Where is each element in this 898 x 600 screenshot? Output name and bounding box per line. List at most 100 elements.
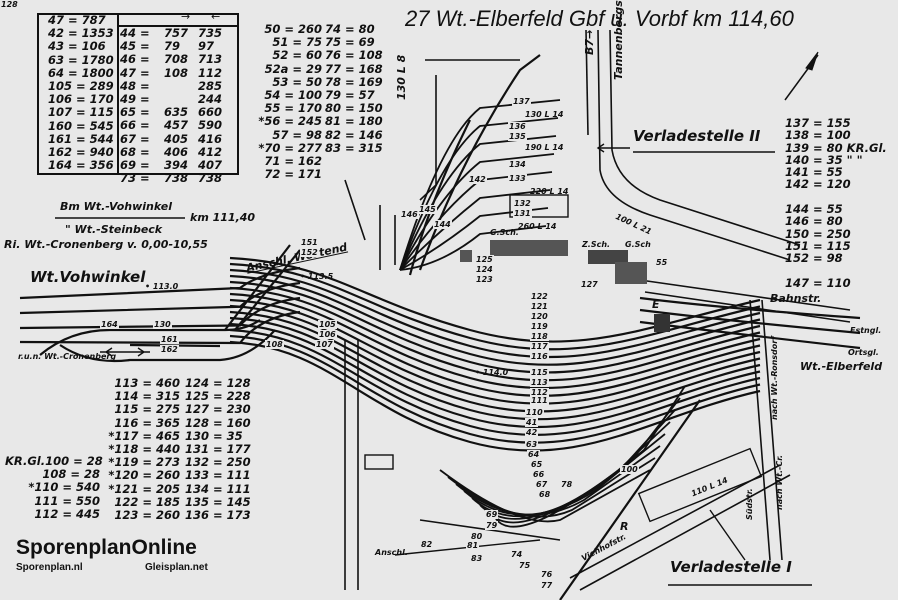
track-number-68: 68 — [538, 490, 552, 499]
track-number-146: 146 — [400, 210, 419, 219]
mainline-track — [639, 308, 861, 335]
track-number-130: 130 — [153, 320, 172, 329]
length-table-boxed: → ← — [37, 10, 239, 175]
track-number-118: 118 — [530, 332, 549, 341]
table-row: 136 = 173 — [185, 508, 251, 523]
track-number-77: 77 — [540, 581, 554, 590]
track-number-142: 142 — [468, 175, 487, 184]
table-row: 139 = 80 KR.Gl. — [785, 140, 887, 155]
length-eastbound: 738 — [164, 171, 189, 186]
track-number-164: 164 — [100, 320, 119, 329]
table-row: 63 = 1780 — [48, 52, 114, 67]
building-small — [460, 250, 472, 262]
label-fstngl: Fstngl. — [850, 326, 882, 335]
siding-track — [399, 153, 555, 271]
label-verlade1: Verladestelle I — [670, 558, 792, 576]
table-row: 78 = 169 — [325, 74, 383, 89]
length-westbound: 660 — [198, 105, 223, 120]
table-row: 127 = 230 — [185, 402, 251, 417]
table-row: 141 = 55 — [785, 165, 843, 180]
table-row: 112 = 445 — [34, 506, 100, 521]
track-number-107: 107 — [315, 340, 334, 349]
table-row: 161 = 544 — [48, 131, 114, 146]
track-number: 73 = — [120, 171, 150, 186]
track-number-132: 132 — [513, 199, 532, 208]
label-r: R — [620, 520, 629, 533]
track-number-83: 83 — [470, 554, 484, 563]
track-number-41: 41 — [525, 418, 539, 427]
site-link-sporenplan[interactable]: Sporenplan.nl — [16, 562, 83, 573]
length-eastbound: 405 — [164, 131, 189, 146]
table-row: 147 = 110 — [785, 275, 851, 290]
table-row: 107 = 115 — [48, 105, 114, 120]
label-cronenberg-dir: r.u.n. Wt.-Cronenberg — [18, 352, 117, 361]
table-row: 134 = 111 — [185, 481, 251, 496]
track-number-79: 79 — [485, 521, 499, 530]
table-row: 43 = 106 — [48, 39, 106, 54]
road-b7 — [585, 29, 589, 136]
track-number: 68 = — [120, 144, 150, 159]
track-number-127: 127 — [580, 280, 599, 289]
track-number-81: 81 — [466, 541, 480, 550]
table-row: 57 = 98 — [272, 127, 322, 142]
length-westbound: 738 — [198, 171, 223, 186]
track-number-137: 137 — [512, 97, 531, 106]
station-track — [229, 310, 761, 413]
station-track — [229, 268, 761, 359]
track-number-133: 133 — [508, 174, 527, 183]
station-track — [229, 322, 761, 429]
length-westbound: 713 — [198, 52, 223, 67]
track-number-115: 115 — [530, 368, 549, 377]
table-row: 113 = 460 — [114, 376, 180, 390]
steinbeck: " Wt.-Steinbeck — [65, 223, 163, 236]
track-number-124: 124 — [475, 265, 494, 274]
length-westbound: 285 — [198, 78, 223, 93]
table-row: 162 = 940 — [48, 145, 114, 160]
table-row: *110 = 540 — [28, 480, 100, 495]
road-west-1 — [344, 340, 359, 590]
table-row: *70 = 277 — [258, 140, 322, 155]
track-number-76: 76 — [540, 570, 554, 579]
label-nach-cr: nach Wt.-Cr. — [775, 454, 784, 510]
road-130l8 — [419, 59, 520, 201]
label-l130-14: 130 L 14 — [525, 110, 564, 119]
track-number-120: 120 — [530, 312, 549, 321]
track-number-80: 80 — [470, 532, 484, 541]
site-link-gleisplan[interactable]: Gleisplan.net — [145, 562, 208, 573]
connecting-track — [224, 244, 291, 331]
table-row: 135 = 145 — [185, 494, 251, 509]
table-row: 81 = 180 — [325, 114, 383, 129]
table-row: 122 = 185 — [114, 494, 180, 509]
length-table-left-column — [39, 15, 119, 173]
track-number-74: 74 — [510, 550, 524, 559]
table-row: 48 =285 — [120, 78, 230, 93]
siding-track — [408, 119, 471, 276]
road-suedstr — [749, 299, 783, 561]
yard-track — [471, 421, 671, 518]
road-viehhofstr — [569, 464, 791, 591]
table-row: 146 = 80 — [785, 214, 843, 229]
length-westbound: 97 — [198, 39, 215, 54]
table-row: 105 = 289 — [48, 79, 114, 94]
station-track — [229, 292, 761, 390]
table-row: 131 = 177 — [185, 442, 251, 457]
track-number: 47 = — [120, 65, 150, 80]
length-westbound: 735 — [198, 26, 223, 40]
table-row: 64 = 1800 — [48, 65, 114, 80]
table-row: 111 = 550 — [34, 493, 100, 508]
track-number-121: 121 — [530, 302, 549, 311]
track-number-134: 134 — [508, 160, 527, 169]
road-tannenbergstr-2 — [609, 29, 801, 246]
label-gsch1: G.Sch. — [490, 228, 519, 237]
brand-logo: SporenplanOnline — [16, 536, 197, 559]
table-row: 50 = 260 — [264, 22, 322, 36]
anschluss-track — [419, 519, 561, 541]
table-row: *118 = 440 — [108, 442, 180, 457]
